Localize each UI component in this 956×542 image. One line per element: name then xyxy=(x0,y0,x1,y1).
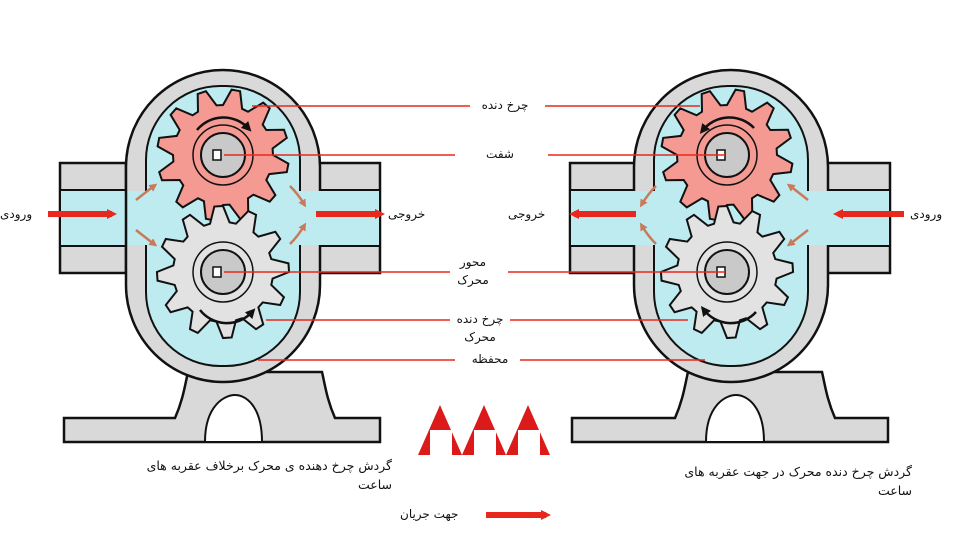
label-drive-gear-1: چرخ دنده xyxy=(456,312,504,326)
rotation-arrows xyxy=(196,116,757,325)
inlet-gap-left xyxy=(128,191,148,245)
caption-left: گردش چرخ دهنده ی محرک برخلاف عقربه های س… xyxy=(20,456,392,494)
inlet-channel-left xyxy=(59,189,131,247)
small-flow-arrows xyxy=(135,183,809,247)
caption-right-line1: گردش چرخ دنده محرک در جهت عقربه های xyxy=(684,464,912,479)
caption-left-line1: گردش چرخ دهنده ی محرک برخلاف عقربه های xyxy=(146,458,392,473)
label-drive-shaft-1: محور xyxy=(459,255,487,269)
label-outlet-right: خروجی xyxy=(508,207,546,221)
label-drive-gear-2: محرک xyxy=(464,330,496,344)
inlet-gap-right xyxy=(806,191,830,245)
pump-base xyxy=(570,370,890,444)
label-gear: چرخ دنده xyxy=(481,98,529,112)
label-outlet-left: خروجی xyxy=(388,207,426,221)
caption-right-line2: ساعت xyxy=(877,483,912,498)
label-housing: محفظه xyxy=(471,352,509,366)
label-drive-shaft-2: محرک xyxy=(457,273,489,287)
drive-gear-right xyxy=(659,204,795,340)
shaft-key xyxy=(212,266,222,278)
driven-gear-left xyxy=(156,88,290,222)
shaft-key xyxy=(212,149,222,161)
aba-logo xyxy=(418,405,550,455)
pump-base xyxy=(62,370,382,444)
label-inlet-right: ورودی xyxy=(910,207,943,221)
label-shaft: شفت xyxy=(486,147,514,161)
legend-flow-direction: جهت جریان xyxy=(400,507,459,521)
label-inlet-left: ورودی xyxy=(0,207,33,221)
leader-lines xyxy=(224,105,725,361)
caption-right: گردش چرخ دنده محرک در جهت عقربه های ساعت xyxy=(560,462,912,500)
pump-left xyxy=(58,68,382,444)
caption-left-line2: ساعت xyxy=(357,477,392,492)
pump-right xyxy=(568,68,892,444)
